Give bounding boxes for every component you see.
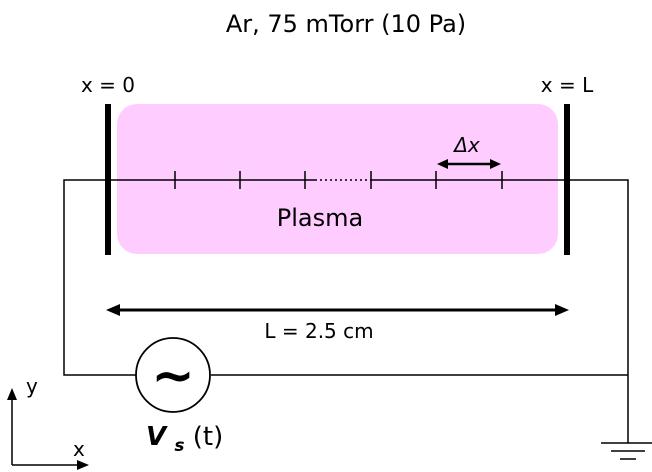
gap-length-label: L = 2.5 cm [264, 319, 373, 343]
cell-width-arrowhead-left [437, 159, 448, 169]
x-axis-arrowhead [77, 460, 89, 470]
cell-width-label: Δx [452, 133, 480, 157]
source-subscript: s [174, 436, 184, 456]
plasma-region [117, 104, 558, 254]
left-electrode-label: x = 0 [81, 73, 135, 97]
source-symbol: V [146, 422, 168, 452]
y-axis-label: y [26, 374, 38, 398]
diagram-title: Ar, 75 mTorr (10 Pa) [226, 10, 466, 38]
ground-icon [601, 442, 652, 460]
gap-length-arrowhead-left [106, 304, 120, 316]
x-axis-label: x [73, 437, 85, 461]
ac-source-glyph: ~ [151, 346, 195, 406]
right-electrode-label: x = L [541, 73, 594, 97]
plasma-label: Plasma [277, 204, 363, 232]
ac-source-icon [135, 337, 211, 413]
cell-width-arrowhead-right [490, 159, 501, 169]
gap-length-arrowhead-right [555, 304, 569, 316]
circuit-wire-left [63, 179, 136, 376]
source-label: V s (t) [146, 422, 223, 458]
circuit-wire-right [567, 179, 629, 443]
y-axis-arrowhead [7, 388, 17, 400]
source-argument: (t) [193, 422, 223, 452]
